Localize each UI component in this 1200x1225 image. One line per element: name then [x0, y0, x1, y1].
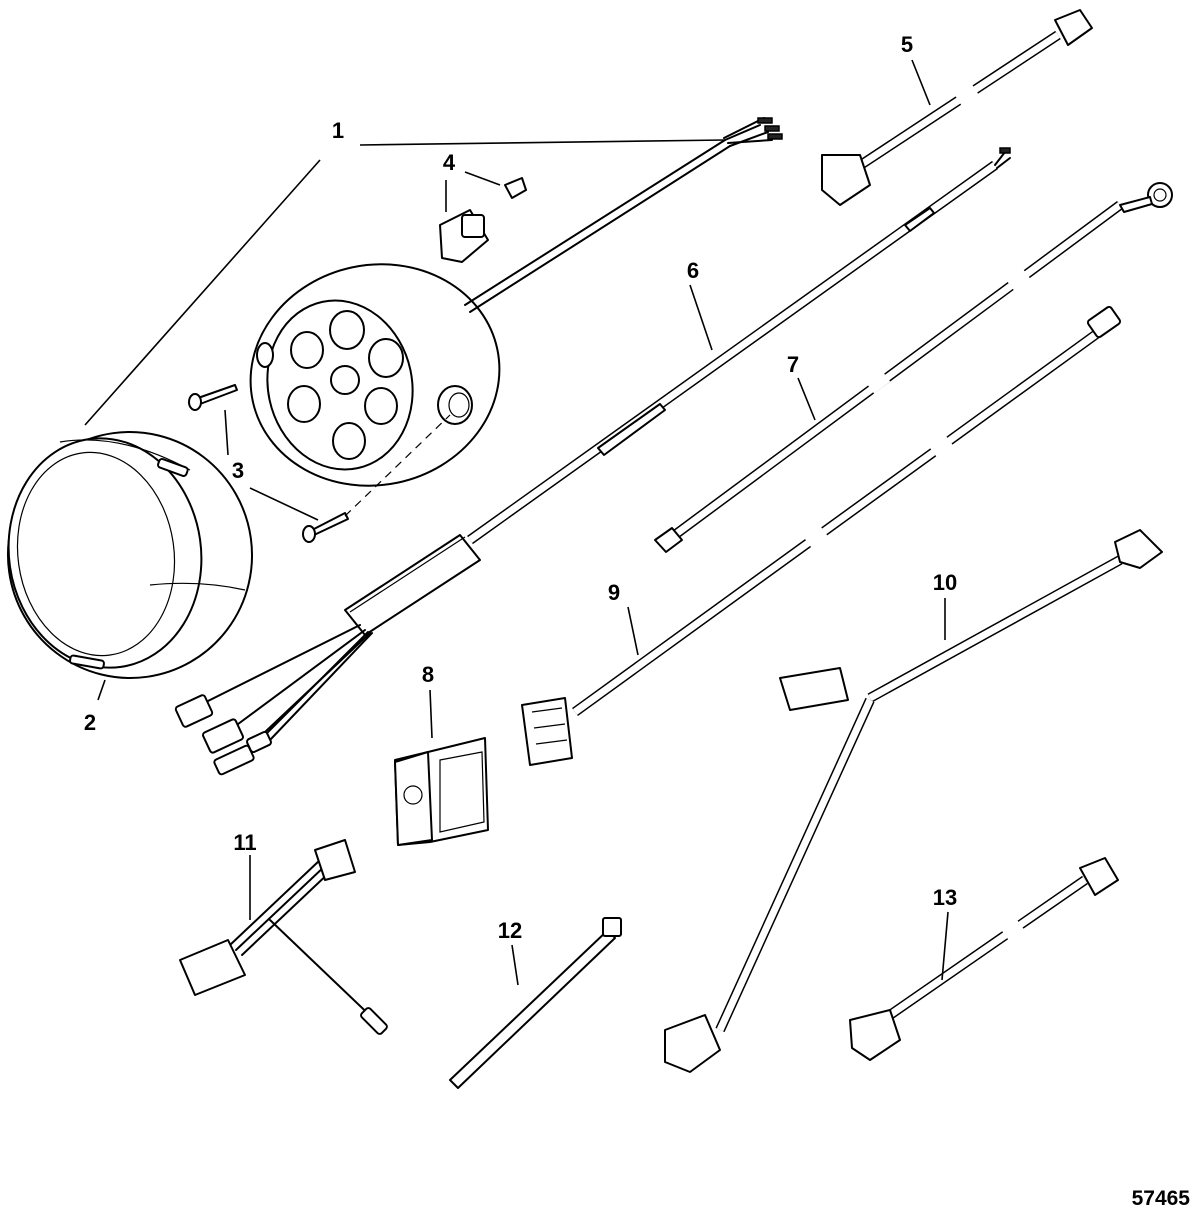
- callout-8: 8: [422, 662, 434, 687]
- figure-number: 57465: [1132, 1187, 1191, 1210]
- callout-13: 13: [933, 885, 957, 910]
- callout-1: 1: [332, 118, 344, 143]
- ring-terminal-cable: [654, 182, 1173, 553]
- extension-harness: [849, 857, 1119, 1061]
- callout-labels: 1 2 3 4 5 6 7 8 9 10 11 12 13 57465: [84, 32, 1190, 1210]
- callout-7: 7: [787, 352, 799, 377]
- callout-9: 9: [608, 580, 620, 605]
- harness-5: [821, 9, 1093, 206]
- callout-11: 11: [233, 830, 256, 855]
- callout-2: 2: [84, 710, 96, 735]
- pigtail-harness: [179, 839, 388, 1035]
- callout-12: 12: [498, 918, 522, 943]
- leader-lines: [84, 59, 949, 986]
- callout-3: 3: [232, 458, 244, 483]
- connector-plug: [439, 177, 527, 263]
- cable-tie: [449, 917, 622, 1089]
- gauge-body: [249, 117, 783, 487]
- bezel-ring: [6, 431, 254, 679]
- rocker-switch: [394, 737, 489, 846]
- main-harness: [174, 147, 1011, 776]
- y-harness: [664, 529, 1163, 1073]
- callout-4: 4: [443, 150, 456, 175]
- callout-10: 10: [933, 570, 957, 595]
- callout-5: 5: [901, 32, 913, 57]
- callout-6: 6: [687, 258, 699, 283]
- plug-cable: [521, 305, 1122, 766]
- screws: [188, 384, 451, 543]
